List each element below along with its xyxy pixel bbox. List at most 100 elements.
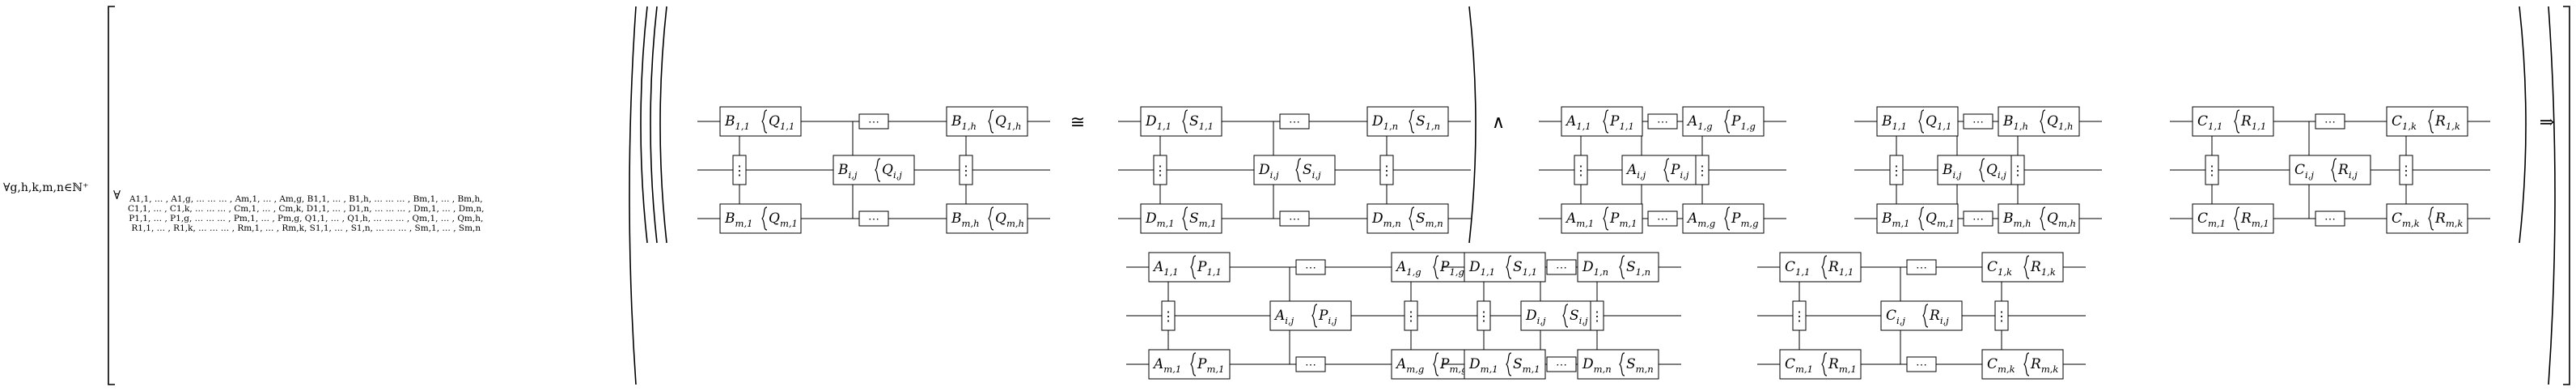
vellipsis-right xyxy=(1404,300,1418,331)
ellipsis-top-text: ⋯ xyxy=(1305,261,1316,274)
ellipsis-bottom-text: ⋯ xyxy=(1289,213,1300,226)
ellipsis-top xyxy=(1963,113,1993,130)
cell-middle-brace xyxy=(1922,304,1929,328)
cell-bottom-left-object: Bm,1 xyxy=(724,210,752,229)
paren-2-right xyxy=(2519,6,2527,244)
ellipsis-top xyxy=(858,113,889,130)
cell-top-left-brace xyxy=(1603,109,1609,134)
vellipsis-left xyxy=(1889,155,1904,185)
cell-middle-box xyxy=(1880,300,1963,331)
vellipsis-left xyxy=(1161,300,1176,331)
cell-middle-brace xyxy=(875,158,881,182)
ellipsis-top-text: ⋯ xyxy=(2324,116,2336,129)
ellipsis-bottom xyxy=(858,210,889,227)
cell-bottom-right-brace xyxy=(2428,206,2434,231)
cell-bottom-right-box xyxy=(1366,203,1449,234)
ellipsis-bottom-text: ⋯ xyxy=(1972,213,1984,226)
ellipsis-bottom xyxy=(1963,210,1993,227)
cell-bottom-right-box xyxy=(1998,203,2080,234)
ellipsis-top-text: ⋯ xyxy=(868,116,879,129)
vellipsis-right xyxy=(1994,300,2009,331)
cell-top-left-box xyxy=(2192,106,2274,137)
cell-top-right-box xyxy=(1366,106,1449,137)
vellipsis-left xyxy=(2205,155,2219,185)
ellipsis-top xyxy=(1647,113,1678,130)
cell-middle-box xyxy=(1937,155,2019,185)
vellipsis-right-text: ⋮ xyxy=(1995,308,2008,324)
cell-top-right-box xyxy=(1577,252,1659,283)
vellipsis-right-text: ⋮ xyxy=(2011,163,2024,178)
paren-4-right xyxy=(1468,6,1477,244)
vellipsis-left-text: ⋮ xyxy=(1154,163,1167,178)
outer-bracket-left xyxy=(108,6,115,385)
cell-bottom-left-brace xyxy=(761,206,768,231)
ellipsis-top-text: ⋯ xyxy=(1972,116,1984,129)
variable-line-2: C1,1, … , C1,k, … … … , Cm,1, … , Cm,k, … xyxy=(128,204,485,214)
cell-middle-brace xyxy=(1295,158,1302,182)
cell-top-right-brace xyxy=(1724,109,1731,134)
cell-top-left-box xyxy=(1779,252,1862,283)
cell-top-left-box xyxy=(1140,106,1222,137)
ellipsis-bottom-text: ⋯ xyxy=(1657,213,1668,226)
vellipsis-left xyxy=(1792,300,1807,331)
variable-line-3: P1,1, … , P1,g, … … … , Pm,1, … , Pm,g, … xyxy=(129,214,484,223)
implies-operator: ⇒ xyxy=(2540,113,2554,133)
cell-top-left-brace xyxy=(1190,255,1197,279)
cell-middle-brace xyxy=(1979,158,1985,182)
cell-middle-brace xyxy=(1663,158,1670,182)
cell-bottom-right-box xyxy=(2386,203,2468,234)
paren-4-left xyxy=(659,6,667,244)
variable-line-4: R1,1, … , R1,k, … … … , Rm,1, … , Rm,k, … xyxy=(131,223,481,233)
vellipsis-right-text: ⋮ xyxy=(960,163,972,178)
ellipsis-bottom xyxy=(1647,210,1678,227)
ellipsis-bottom xyxy=(1906,356,1937,372)
cell-top-left-box xyxy=(1148,252,1231,283)
ellipsis-top xyxy=(1279,113,1310,130)
cell-bottom-right-brace xyxy=(1619,352,1625,376)
vellipsis-right-text: ⋮ xyxy=(1696,163,1709,178)
variable-line-1: A1,1, … , A1,g, … … … , Am,1, … , Am,g, … xyxy=(129,194,483,204)
vellipsis-right-text: ⋮ xyxy=(1405,308,1417,324)
cell-top-left-box xyxy=(1464,252,1546,283)
cell-bottom-left-box xyxy=(1140,203,1222,234)
ellipsis-top xyxy=(2315,113,2345,130)
vellipsis-left xyxy=(732,155,747,185)
cell-bottom-left-box xyxy=(2192,203,2274,234)
cell-top-right-brace xyxy=(2428,109,2434,134)
cell-top-right-brace xyxy=(2040,109,2046,134)
cell-top-right-box xyxy=(2386,106,2468,137)
paren-1-right xyxy=(2548,6,2556,385)
vellipsis-right-text: ⋮ xyxy=(2400,163,2413,178)
ellipsis-top-text: ⋯ xyxy=(1289,116,1300,129)
cell-bottom-left-brace xyxy=(1918,206,1925,231)
vellipsis-left-text: ⋮ xyxy=(1793,308,1806,324)
cell-top-right-brace xyxy=(988,109,994,134)
cell-bottom-left-brace xyxy=(2234,206,2240,231)
cell-bottom-left-box xyxy=(1148,349,1231,380)
cell-top-right-box xyxy=(1981,252,2064,283)
vellipsis-left-text: ⋮ xyxy=(733,163,746,178)
cell-bottom-right-box xyxy=(946,203,1028,234)
ellipsis-bottom xyxy=(1295,356,1326,372)
ellipsis-top xyxy=(1546,259,1577,275)
operator-layer: ≅∧⇒ xyxy=(1070,113,2554,133)
ellipsis-top-text: ⋯ xyxy=(1657,116,1668,129)
cell-bottom-left-brace xyxy=(1821,352,1828,376)
vellipsis-right xyxy=(2399,155,2413,185)
ellipsis-top-text: ⋯ xyxy=(1916,261,1927,274)
cell-bottom-left-brace xyxy=(1190,352,1197,376)
cell-top-left-brace xyxy=(1918,109,1925,134)
cell-middle-box xyxy=(1253,155,1336,185)
cell-top-left-brace xyxy=(761,109,768,134)
cell-top-left-box xyxy=(719,106,802,137)
cell-bottom-right-brace xyxy=(1433,352,1439,376)
paren-1-left xyxy=(629,6,637,385)
cell-top-right-brace xyxy=(1619,255,1625,279)
cell-middle-brace xyxy=(2331,158,2337,182)
